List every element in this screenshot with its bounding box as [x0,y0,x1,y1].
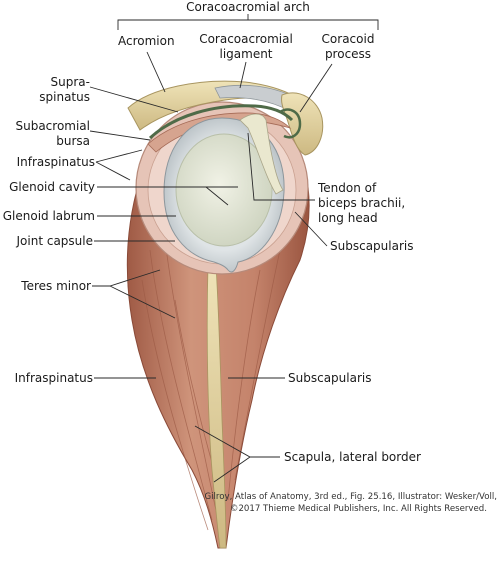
label-infraspinatus-bottom: Infraspinatus [15,371,93,385]
label-coracoacromial-ligament-2: ligament [219,47,272,61]
arch-bracket [117,14,379,30]
label-biceps-tendon-2: biceps brachii, [318,196,405,210]
label-teres-minor: Teres minor [20,279,91,293]
leader-lines [89,51,333,483]
label-supraspinatus-2: spinatus [39,90,90,104]
label-subscapularis-top: Subscapularis [330,239,413,253]
label-scapula-lateral-border: Scapula, lateral border [284,450,421,464]
label-coracoid-process-1: Coracoid [322,32,375,46]
label-coracoacromial-ligament-1: Coracoacromial [199,32,293,46]
biceps-tendon [239,113,284,195]
label-supraspinatus-1: Supra- [51,75,90,89]
label-subacromial-bursa-1: Subacromial [15,119,90,133]
label-glenoid-labrum: Glenoid labrum [3,209,95,223]
label-biceps-tendon-3: long head [318,211,378,225]
credit-line-1: Gilroy, Atlas of Anatomy, 3rd ed., Fig. … [204,492,497,502]
coracoid-bursa [279,108,302,139]
label-glenoid-cavity: Glenoid cavity [9,180,95,194]
label-subscapularis-bottom: Subscapularis [288,371,371,385]
label-acromion: Acromion [118,34,175,48]
muscle-fibers [141,239,281,531]
label-subacromial-bursa-2: bursa [56,134,90,148]
label-infraspinatus-top: Infraspinatus [17,155,95,169]
label-coracoacromial-arch: Coracoacromial arch [186,0,310,14]
subacromial-bursa [148,104,294,140]
label-coracoid-process-2: process [325,47,371,61]
glenoid-cavity-cartilage [175,133,273,247]
credit-line-2: ©2017 Thieme Medical Publishers, Inc. Al… [230,504,487,514]
label-joint-capsule: Joint capsule [16,234,93,248]
label-biceps-tendon-1: Tendon of [317,181,377,195]
